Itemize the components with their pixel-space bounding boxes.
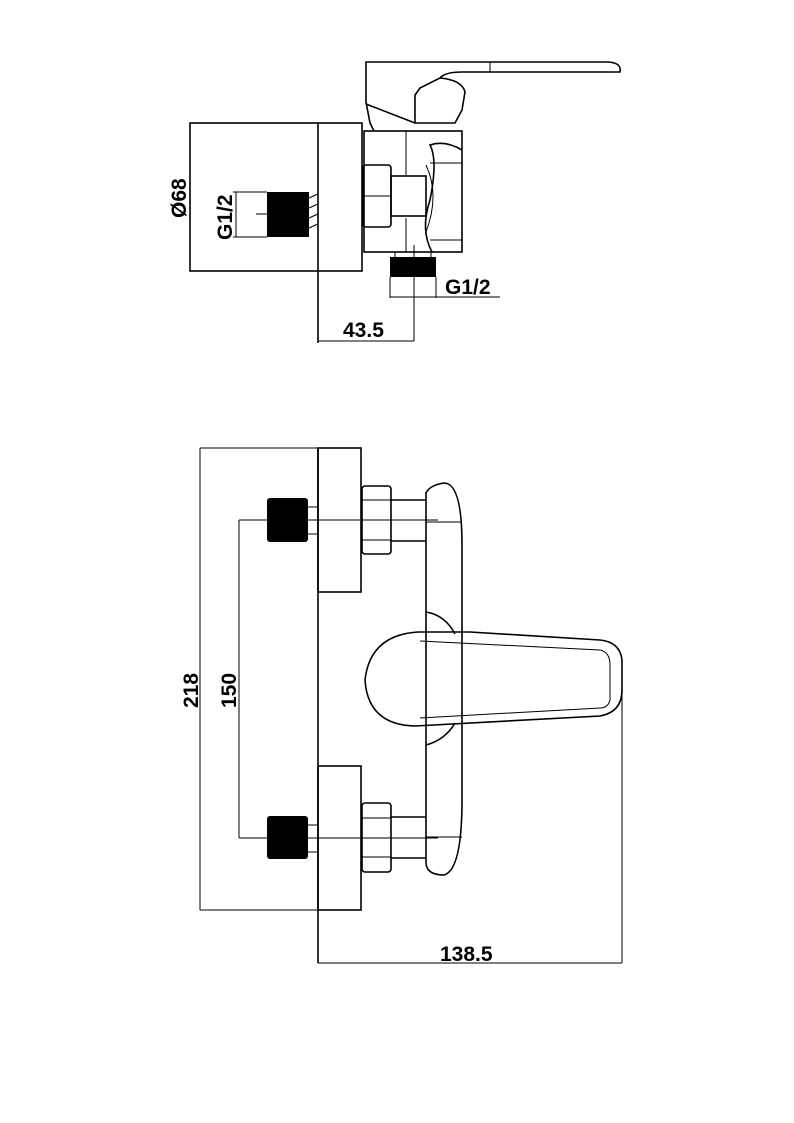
front-view: 218 150 138.5	[180, 447, 623, 966]
upper-nut	[361, 485, 392, 555]
lever-handle	[364, 631, 623, 727]
inlet-spacing-label: 150	[218, 673, 241, 708]
valve-body	[363, 130, 463, 253]
cartridge-curve	[424, 142, 463, 253]
diameter-label: Ø68	[168, 178, 191, 218]
lever-handle	[365, 61, 622, 132]
outlet-thread	[390, 257, 436, 277]
inlet-thread	[267, 192, 309, 237]
mixer-body	[425, 482, 463, 876]
inlet-thread-label: G1/2	[214, 194, 237, 240]
projection-label: 138.5	[440, 943, 493, 966]
side-view: G1/2 43.5 Ø68 G1/2	[168, 61, 622, 343]
outlet-thread-label: G1/2	[445, 276, 491, 299]
thread-hatch	[256, 193, 319, 229]
height-label: 218	[180, 673, 203, 708]
lower-nut	[361, 802, 392, 873]
depth-label: 43.5	[343, 319, 384, 342]
connector-pipe	[390, 175, 427, 217]
